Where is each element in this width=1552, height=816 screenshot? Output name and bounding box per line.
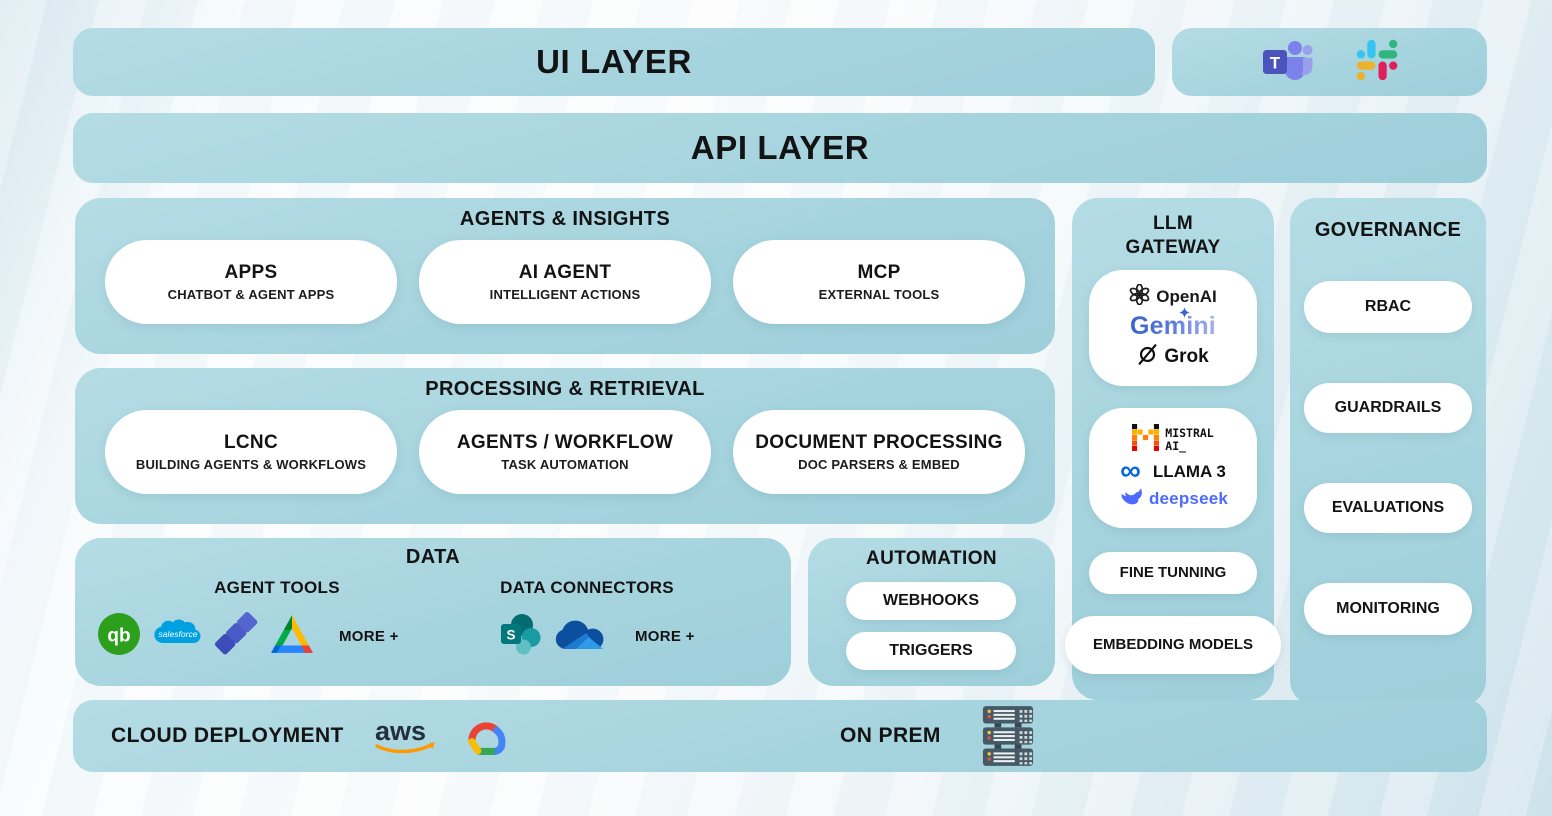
- ui-layer-bar: UI LAYER: [73, 28, 1155, 96]
- data-title: DATA: [405, 546, 461, 568]
- agents-insights-title: AGENTS & INSIGHTS: [459, 208, 671, 230]
- api-layer-title: API LAYER: [690, 129, 870, 166]
- on-prem-label: ON PREM: [840, 724, 941, 747]
- mistral-row: MISTRAL AI_: [1132, 423, 1214, 456]
- llm-providers-secondary-card: MISTRAL AI_ ∞ LLAMA 3 deepseek: [1089, 407, 1257, 528]
- data-connectors-more-label: MORE +: [635, 628, 695, 645]
- card-lcnc: LCNC BUILDING AGENTS & WORKFLOWS: [105, 410, 397, 494]
- google-drive-icon: [269, 614, 315, 659]
- card-agents-workflow-title: AGENTS / WORKFLOW: [456, 432, 674, 453]
- triggers-pill: TRIGGERS: [846, 632, 1016, 670]
- mistral-label: MISTRAL AI_: [1165, 425, 1214, 453]
- data-connectors-icons: S MORE +: [499, 612, 695, 661]
- agent-tools-more-label: MORE +: [339, 628, 399, 645]
- governance-title: GOVERNANCE: [1314, 219, 1462, 241]
- card-ai-agent-subtitle: INTELLIGENT ACTIONS: [489, 287, 641, 302]
- sharepoint-icon: S: [499, 612, 543, 661]
- governance-panel: GOVERNANCE RBAC GUARDRAILS EVALUATIONS M…: [1290, 198, 1486, 706]
- guardrails-pill: GUARDRAILS: [1304, 383, 1472, 433]
- mistral-label-line1: MISTRAL: [1165, 425, 1214, 440]
- google-cloud-icon: [459, 716, 517, 765]
- llm-gateway-title-line1: LLM: [1153, 213, 1193, 234]
- deepseek-row: deepseek: [1118, 487, 1228, 511]
- automation-title: AUTOMATION: [865, 548, 997, 569]
- deployment-bar: CLOUD DEPLOYMENT aws ON PREM: [73, 700, 1487, 772]
- server-rack-icon: [981, 705, 1035, 772]
- microsoft-teams-icon: T: [1262, 38, 1314, 87]
- processing-retrieval-title: PROCESSING & RETRIEVAL: [425, 378, 705, 400]
- webhooks-pill: WEBHOOKS: [846, 582, 1016, 620]
- openai-label: OpenAI: [1156, 287, 1217, 306]
- gemini-row: Gemini: [1130, 307, 1216, 341]
- processing-retrieval-panel: PROCESSING & RETRIEVAL LCNC BUILDING AGE…: [75, 368, 1055, 524]
- card-agents-workflow: AGENTS / WORKFLOW TASK AUTOMATION: [419, 410, 711, 494]
- embedding-models-pill: EMBEDDING MODELS: [1065, 615, 1281, 674]
- data-panel: DATA AGENT TOOLS DATA CONNECTORS qb sale…: [75, 538, 791, 686]
- llm-gateway-panel: LLM GATEWAY: [1065, 198, 1281, 700]
- mistral-label-line2: AI_: [1165, 438, 1187, 453]
- automation-panel: AUTOMATION WEBHOOKS TRIGGERS: [808, 538, 1055, 686]
- card-apps-subtitle: CHATBOT & AGENT APPS: [167, 287, 335, 302]
- fine-tuning-pill: FINE TUNNING: [1089, 551, 1257, 594]
- llm-gateway-title-line2: GATEWAY: [1125, 236, 1221, 258]
- llama-label: LLAMA 3: [1152, 461, 1226, 481]
- aws-text: aws: [375, 716, 426, 746]
- card-mcp-title: MCP: [857, 262, 901, 283]
- ui-layer-title: UI LAYER: [536, 43, 692, 80]
- data-connectors-label: DATA CONNECTORS: [500, 578, 674, 597]
- onedrive-icon: [553, 616, 609, 658]
- grok-icon: [1137, 343, 1158, 371]
- card-apps-title: APPS: [224, 262, 278, 283]
- card-ai-agent: AI AGENT INTELLIGENT ACTIONS: [419, 240, 711, 324]
- llm-providers-primary-card: OpenAI Gemini Grok: [1089, 269, 1257, 386]
- agent-tools-icons: qb salesforce: [97, 612, 399, 661]
- monitoring-pill: MONITORING: [1304, 583, 1472, 635]
- agents-insights-panel: AGENTS & INSIGHTS APPS CHATBOT & AGENT A…: [75, 198, 1055, 354]
- mistral-icon: [1132, 423, 1160, 456]
- gemini-label: Gemini: [1130, 312, 1216, 340]
- quickbooks-text: qb: [107, 626, 130, 647]
- llama-row: ∞ LLAMA 3: [1120, 454, 1226, 487]
- jira-icon: [214, 612, 259, 661]
- openai-row: OpenAI: [1129, 283, 1217, 310]
- meta-icon: ∞: [1120, 454, 1141, 487]
- card-ai-agent-title: AI AGENT: [518, 262, 612, 283]
- aws-icon: aws: [373, 714, 441, 763]
- slack-icon: [1356, 39, 1398, 86]
- api-layer-bar: API LAYER: [73, 113, 1487, 183]
- gemini-sparkle-icon: [1179, 305, 1190, 323]
- teams-letter: T: [1269, 53, 1280, 72]
- card-apps: APPS CHATBOT & AGENT APPS: [105, 240, 397, 324]
- card-mcp: MCP EXTERNAL TOOLS: [733, 240, 1025, 324]
- grok-label: Grok: [1164, 346, 1209, 367]
- evaluations-pill: EVALUATIONS: [1304, 483, 1472, 533]
- llm-gateway-title: LLM GATEWAY: [1125, 212, 1220, 260]
- grok-row: Grok: [1137, 343, 1209, 371]
- deepseek-whale-icon: [1118, 487, 1143, 511]
- card-lcnc-subtitle: BUILDING AGENTS & WORKFLOWS: [135, 457, 367, 472]
- agents-insights-cards: APPS CHATBOT & AGENT APPS AI AGENT INTEL…: [105, 240, 1025, 324]
- card-agents-workflow-subtitle: TASK AUTOMATION: [501, 457, 629, 472]
- card-document-processing-title: DOCUMENT PROCESSING: [755, 432, 1003, 453]
- card-mcp-subtitle: EXTERNAL TOOLS: [818, 287, 940, 302]
- card-lcnc-title: LCNC: [224, 432, 278, 453]
- salesforce-text: salesforce: [159, 629, 198, 639]
- processing-retrieval-cards: LCNC BUILDING AGENTS & WORKFLOWS AGENTS …: [105, 410, 1025, 494]
- agent-tools-label: AGENT TOOLS: [214, 578, 340, 597]
- salesforce-icon: salesforce: [151, 614, 205, 659]
- rbac-pill: RBAC: [1304, 281, 1472, 333]
- quickbooks-icon: qb: [97, 612, 141, 661]
- sharepoint-letter: S: [506, 628, 515, 643]
- card-document-processing-subtitle: DOC PARSERS & EMBED: [798, 457, 960, 472]
- card-document-processing: DOCUMENT PROCESSING DOC PARSERS & EMBED: [733, 410, 1025, 494]
- ui-layer-icons-box: T: [1172, 28, 1487, 96]
- cloud-deployment-label: CLOUD DEPLOYMENT: [111, 724, 344, 747]
- deepseek-label: deepseek: [1148, 489, 1229, 509]
- openai-icon: [1129, 283, 1150, 310]
